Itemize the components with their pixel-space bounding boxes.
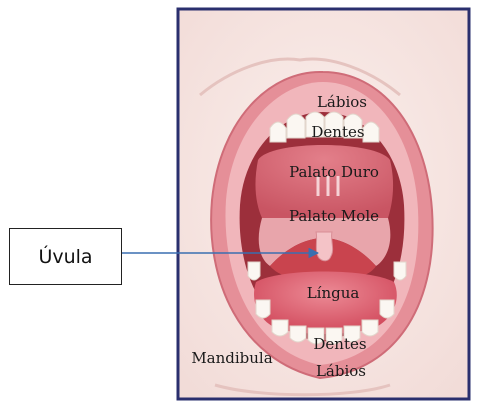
label-mandibula: Mandibula bbox=[191, 349, 272, 367]
label-labios-bottom: Lábios bbox=[316, 362, 366, 380]
uvula-callout-label: Úvula bbox=[38, 246, 92, 268]
label-labios-top: Lábios bbox=[317, 93, 367, 111]
uvula bbox=[316, 232, 333, 261]
label-palato-duro: Palato Duro bbox=[289, 163, 379, 181]
uvula-callout-box: Úvula bbox=[9, 228, 122, 285]
label-dentes-top: Dentes bbox=[311, 123, 364, 141]
label-palato-mole: Palato Mole bbox=[289, 207, 379, 225]
label-lingua: Língua bbox=[307, 284, 360, 302]
label-dentes-bottom: Dentes bbox=[313, 335, 366, 353]
